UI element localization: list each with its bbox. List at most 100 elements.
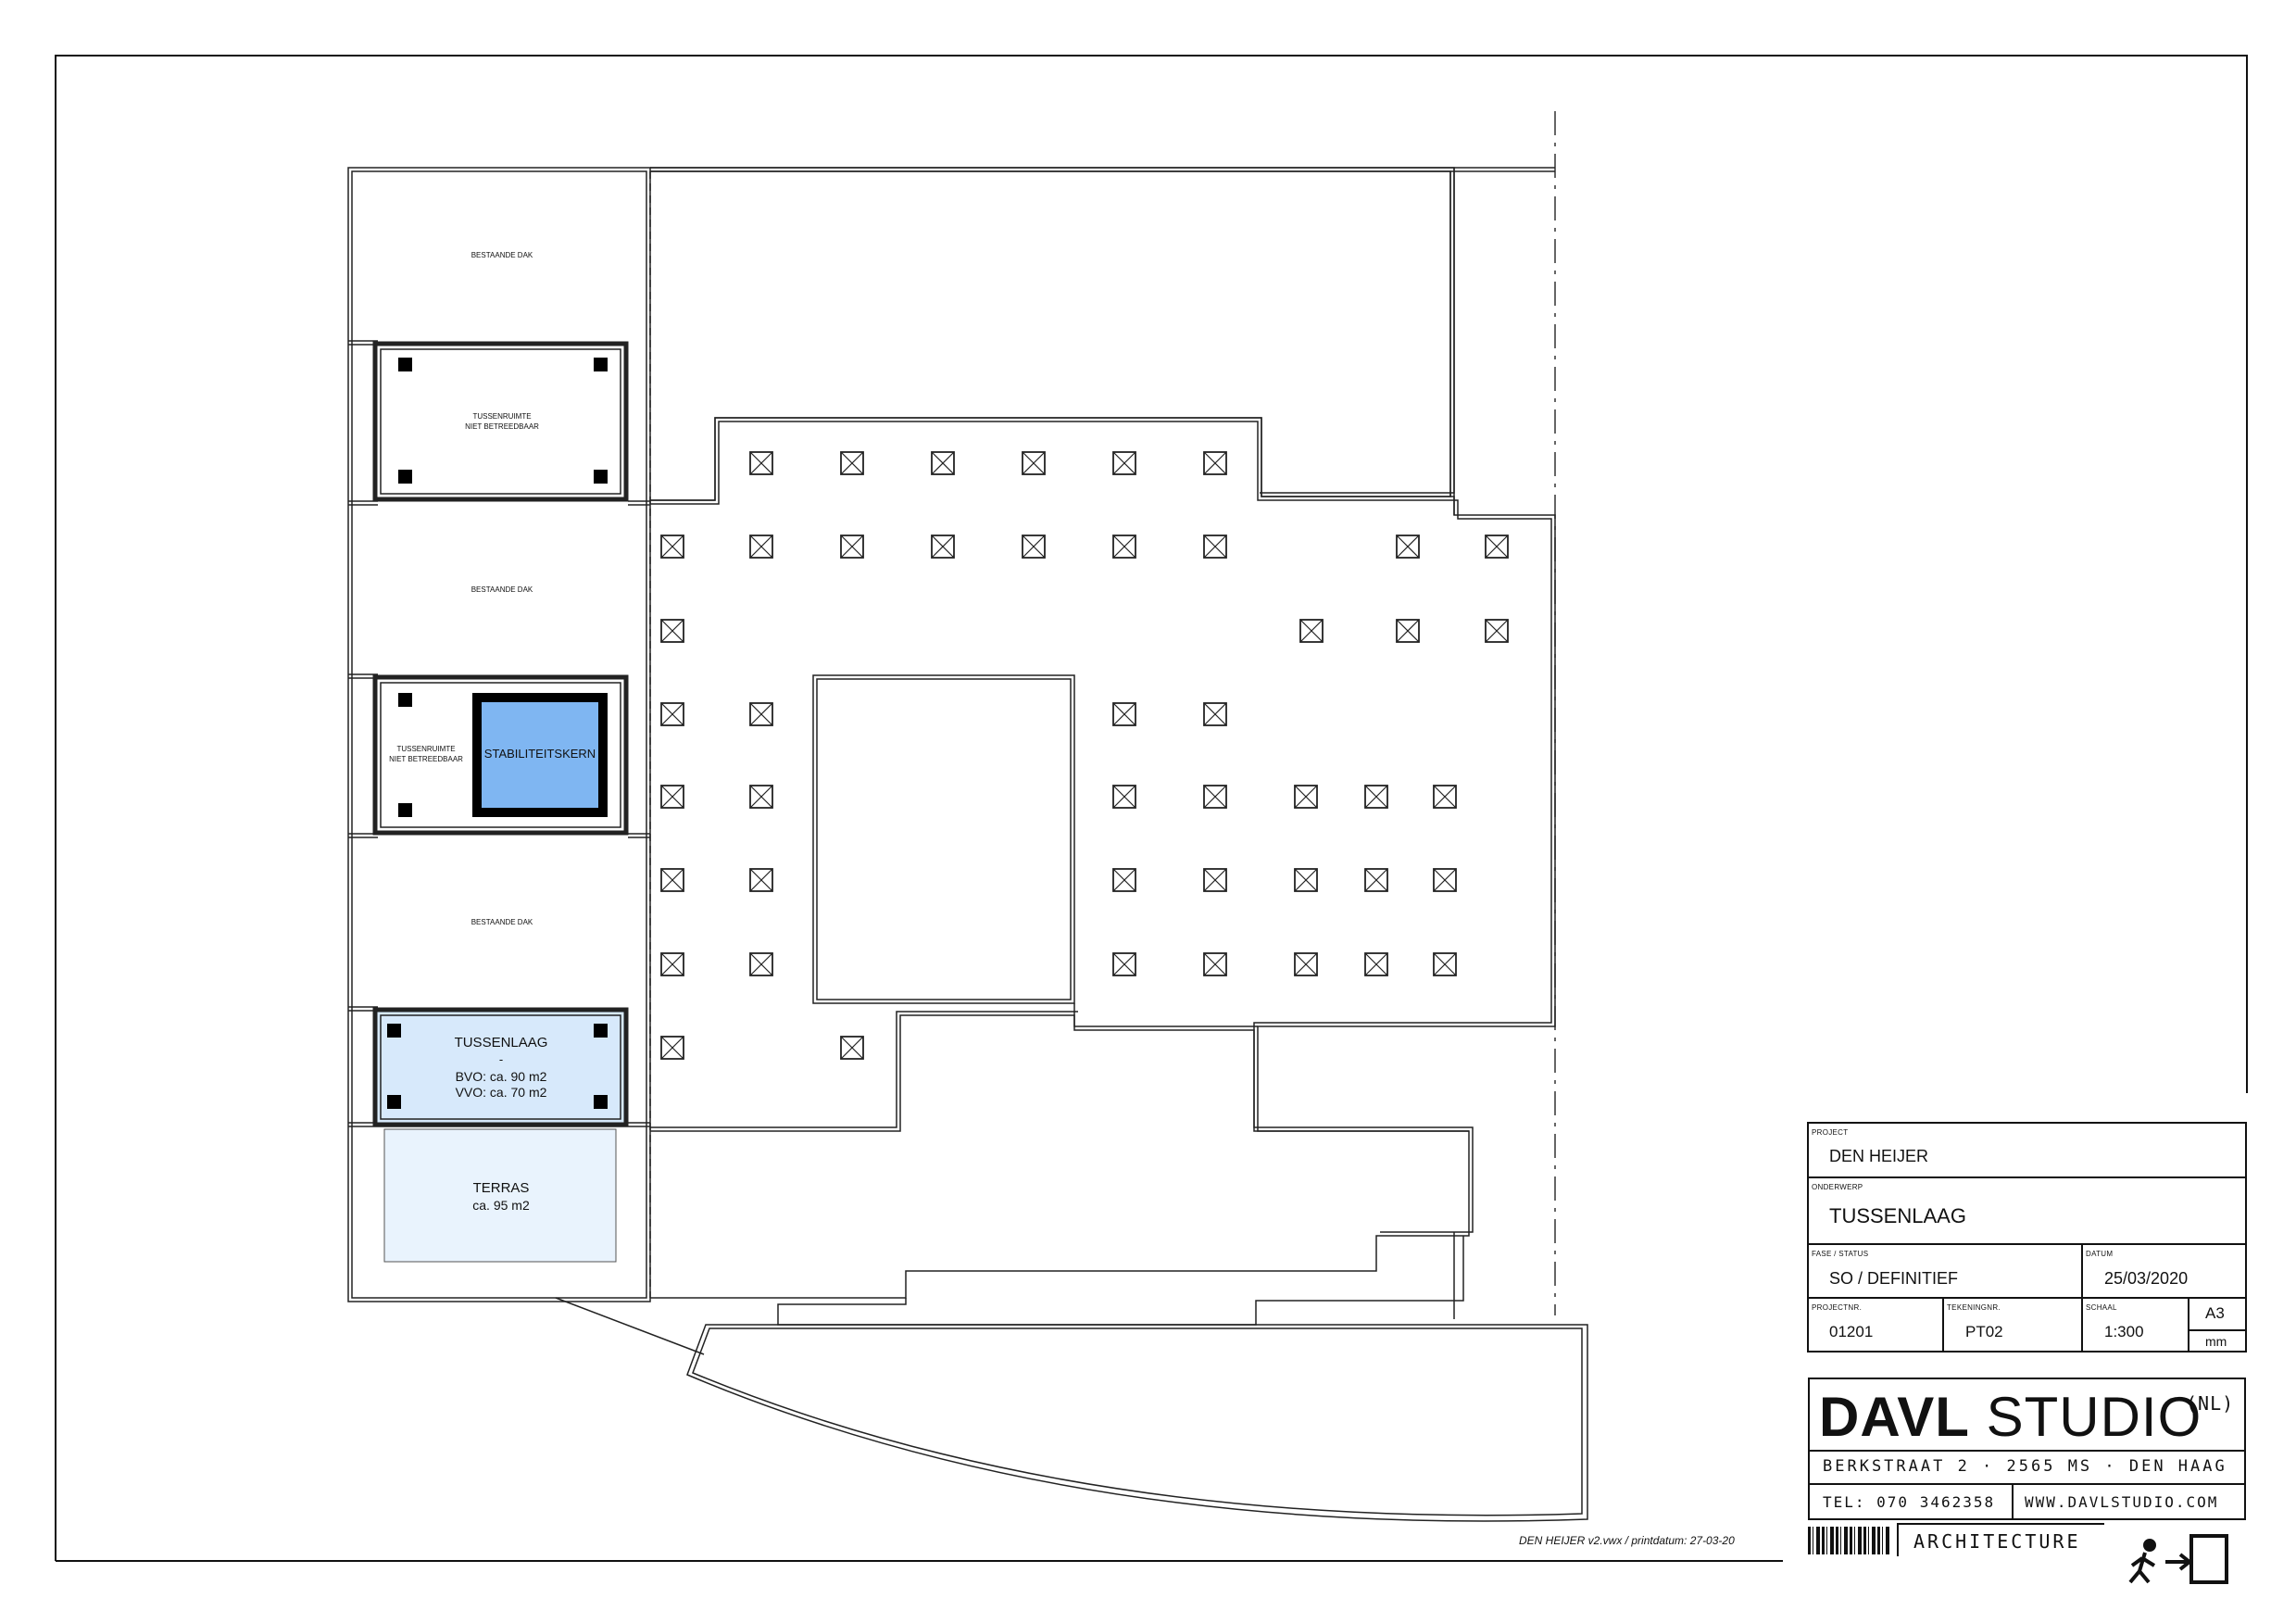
- column-marker: [1203, 952, 1227, 976]
- column-marker: [1112, 952, 1136, 976]
- column-marker: [1485, 535, 1509, 559]
- column-marker: [1299, 619, 1324, 643]
- tussenlaag-box: [372, 1007, 629, 1127]
- column-marker: [749, 952, 773, 976]
- column-marker: [660, 952, 684, 976]
- terras-label: TERRAS: [473, 1180, 530, 1196]
- column-marker: [1203, 535, 1227, 559]
- tussenruimte-label-1a: TUSSENRUIMTE: [472, 412, 531, 421]
- stabiliteitskern-label: STABILITEITSKERN: [484, 747, 596, 761]
- column-marker: [660, 535, 684, 559]
- column-marker: [1022, 451, 1046, 475]
- column-marker: [1364, 785, 1388, 809]
- column-marker: [660, 702, 684, 726]
- column-marker: [1433, 785, 1457, 809]
- fase-label: FASE / STATUS: [1812, 1250, 1869, 1258]
- schaal-value: 1:300: [2104, 1323, 2144, 1340]
- column-marker: [749, 868, 773, 892]
- column-marker: [1203, 702, 1227, 726]
- stabiliteitskern-fill: [482, 702, 598, 808]
- terras-area-label: ca. 95 m2: [472, 1198, 530, 1213]
- project-label: PROJECT: [1812, 1128, 1849, 1137]
- studio-contact-vdivider: [2012, 1483, 2014, 1520]
- column-marker: [1294, 952, 1318, 976]
- studio-web: WWW.DAVLSTUDIO.COM: [2025, 1493, 2219, 1511]
- tussenlaag-label: TUSSENLAAG: [455, 1035, 548, 1051]
- column-marker: [749, 535, 773, 559]
- column-marker: [1112, 868, 1136, 892]
- column-marker: [840, 1036, 864, 1060]
- column-marker: [1022, 535, 1046, 559]
- column-marker: [1364, 868, 1388, 892]
- architecture-tagline: ARCHITECTURE: [1913, 1530, 2081, 1553]
- column-marker: [660, 1036, 684, 1060]
- studio-logo-box: DAVL STUDIO (NL) BERKSTRAAT 2 · 2565 MS …: [1808, 1378, 2246, 1520]
- column-marker: [1203, 868, 1227, 892]
- studio-tel: TEL: 070 3462358: [1823, 1493, 1996, 1511]
- tussenlaag-dash: -: [499, 1052, 503, 1066]
- column-marker: [749, 785, 773, 809]
- tekeningnr-label: TEKENINGNR.: [1947, 1303, 2001, 1312]
- sheet-border: [55, 55, 2248, 1561]
- bestaande-dak-label-2: BESTAANDE DAK: [471, 585, 533, 594]
- column-marker: [660, 619, 684, 643]
- column-marker: [1203, 785, 1227, 809]
- schaal-label: SCHAAL: [2086, 1303, 2117, 1312]
- terras-area: [383, 1128, 617, 1263]
- column-marker: [1396, 619, 1420, 643]
- barcode-graphic: [1808, 1527, 1889, 1554]
- onderwerp-label: ONDERWERP: [1812, 1183, 1863, 1191]
- column-markers: [660, 451, 1509, 1060]
- column-marker: [1112, 535, 1136, 559]
- building-outline: [347, 167, 1588, 1522]
- column-marker: [660, 785, 684, 809]
- unit-value: mm: [2205, 1334, 2227, 1349]
- onderwerp-value: TUSSENLAAG: [1829, 1204, 1966, 1227]
- studio-contact-divider: [1810, 1483, 2244, 1485]
- datum-value: 25/03/2020: [2104, 1269, 2189, 1288]
- column-marker: [1396, 535, 1420, 559]
- tussenruimte-box-1: [372, 341, 629, 502]
- studio-address: BERKSTRAAT 2 · 2565 MS · DEN HAAG: [1823, 1457, 2227, 1476]
- studio-name-bold: DAVL: [1819, 1386, 1970, 1448]
- column-marker: [840, 535, 864, 559]
- tussenruimte-label-1b: NIET BETREEDBAAR: [465, 422, 539, 431]
- fase-value: SO / DEFINITIEF: [1829, 1269, 1959, 1288]
- datum-label: DATUM: [2086, 1250, 2114, 1258]
- column-marker: [1294, 868, 1318, 892]
- title-block-frame: [1807, 1122, 2247, 1352]
- studio-address-divider: [1810, 1450, 2244, 1452]
- exit-icon: [2128, 1534, 2228, 1584]
- column-marker: [1485, 619, 1509, 643]
- column-marker: [840, 451, 864, 475]
- tussenlaag-bvo: BVO: ca. 90 m2: [456, 1069, 547, 1084]
- column-marker: [749, 702, 773, 726]
- tussenruimte-label-2b: NIET BETREEDBAAR: [389, 755, 463, 763]
- column-marker: [1112, 785, 1136, 809]
- tussenruimte-label-2a: TUSSENRUIMTE: [396, 745, 455, 753]
- column-marker: [1203, 451, 1227, 475]
- studio-country: (NL): [2186, 1392, 2235, 1415]
- column-marker: [1294, 785, 1318, 809]
- column-marker: [931, 535, 955, 559]
- stabiliteitskern-core: [472, 693, 608, 817]
- studio-name-light: STUDIO: [1986, 1386, 2202, 1448]
- column-marker: [1112, 702, 1136, 726]
- projectnr-label: PROJECTNR.: [1812, 1303, 1863, 1312]
- bestaande-dak-label-1: BESTAANDE DAK: [471, 251, 533, 259]
- column-marker: [1433, 952, 1457, 976]
- bestaande-dak-label-3: BESTAANDE DAK: [471, 918, 533, 926]
- tussenlaag-vvo: VVO: ca. 70 m2: [456, 1085, 547, 1100]
- column-marker: [660, 868, 684, 892]
- tekeningnr-value: PT02: [1965, 1323, 2003, 1340]
- format-value: A3: [2205, 1304, 2225, 1322]
- column-marker: [931, 451, 955, 475]
- architecture-tagline-box: [1897, 1523, 2104, 1556]
- print-info-line: DEN HEIJER v2.vwx / printdatum: 27-03-20: [1519, 1534, 1735, 1547]
- projectnr-value: 01201: [1829, 1323, 1874, 1340]
- column-marker: [1112, 451, 1136, 475]
- column-marker: [749, 451, 773, 475]
- column-marker: [1433, 868, 1457, 892]
- column-marker: [1364, 952, 1388, 976]
